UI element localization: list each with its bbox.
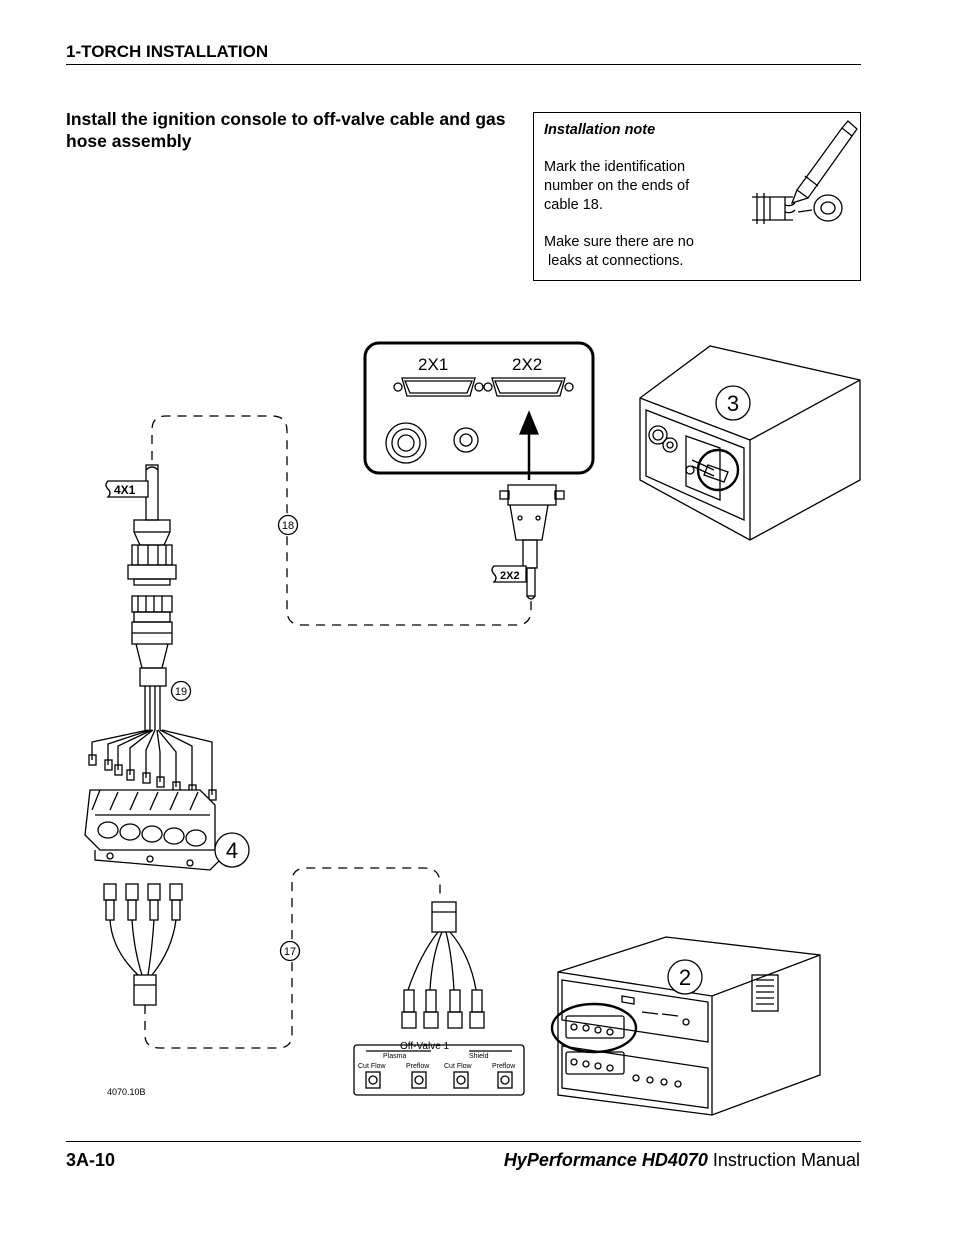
callout-17-circle <box>279 940 301 962</box>
cable-19-assembly <box>88 464 217 801</box>
power-supply-unit <box>550 936 821 1116</box>
callout-19: 19 <box>175 686 187 698</box>
callout-2: 2 <box>679 965 691 990</box>
callout-19-circle <box>170 680 192 702</box>
tag-4x1-text: 4X1 <box>114 483 136 497</box>
note-line-4: Make sure there are no <box>544 234 694 250</box>
callout-2-circle <box>667 959 703 995</box>
page-number: 3A-10 <box>66 1150 116 1170</box>
callout-4-circle <box>214 832 250 868</box>
arrow-head-icon <box>519 410 539 435</box>
label-2x1: 2X1 <box>418 355 448 374</box>
ignition-console-box <box>639 345 861 541</box>
gas-hose-17-left <box>103 883 183 1006</box>
callout-3: 3 <box>727 391 739 416</box>
callout-18: 18 <box>282 520 294 532</box>
callout-4: 4 <box>226 838 238 863</box>
callout-3-circle <box>715 385 751 421</box>
page-heading: Install the ignition console to off-valv… <box>66 109 506 151</box>
off-valve-manifold <box>84 789 221 871</box>
installation-note-box: Installation note Mark the identificatio… <box>533 112 861 281</box>
panel-preflow-2: Preflow <box>492 1063 516 1070</box>
gas-hose-17-right <box>401 901 485 1029</box>
tag-4x1 <box>105 480 149 498</box>
pen-and-tape-icon <box>752 120 858 224</box>
cable-connector-2x2 <box>499 484 565 600</box>
callout-17: 17 <box>284 946 296 958</box>
manual-label: Instruction Manual <box>707 1150 860 1170</box>
callout-18-circle <box>277 514 299 536</box>
tag-2x2-text: 2X2 <box>500 570 520 582</box>
note-title: Installation note <box>544 122 656 138</box>
label-2x2: 2X2 <box>512 355 542 374</box>
off-valve-panel <box>353 1044 525 1096</box>
footer-rule <box>66 1141 861 1142</box>
panel-title: Off-Valve 1 <box>400 1041 450 1052</box>
figure-id: 4070.10B <box>107 1087 146 1097</box>
header-rule <box>66 64 861 65</box>
panel-cut-flow-2: Cut Flow <box>444 1063 473 1070</box>
panel-shield-label: Shield <box>469 1053 489 1060</box>
note-line-1: Mark the identification <box>544 159 686 175</box>
panel-plasma-label: Plasma <box>383 1053 406 1060</box>
note-line-3: cable 18. <box>544 197 603 213</box>
tag-2x2 <box>491 565 527 583</box>
section-header: 1-TORCH INSTALLATION <box>66 42 269 61</box>
panel-cut-flow-1: Cut Flow <box>358 1063 387 1070</box>
note-line-5: leaks at connections. <box>544 253 684 269</box>
panel-preflow-1: Preflow <box>406 1063 430 1070</box>
manual-title: HyPerformance HD4070 Instruction Manual <box>504 1150 860 1171</box>
product-name: HyPerformance HD4070 <box>503 1150 708 1170</box>
ignition-console-panel <box>363 341 595 475</box>
note-line-2: number on the ends of <box>544 178 690 194</box>
